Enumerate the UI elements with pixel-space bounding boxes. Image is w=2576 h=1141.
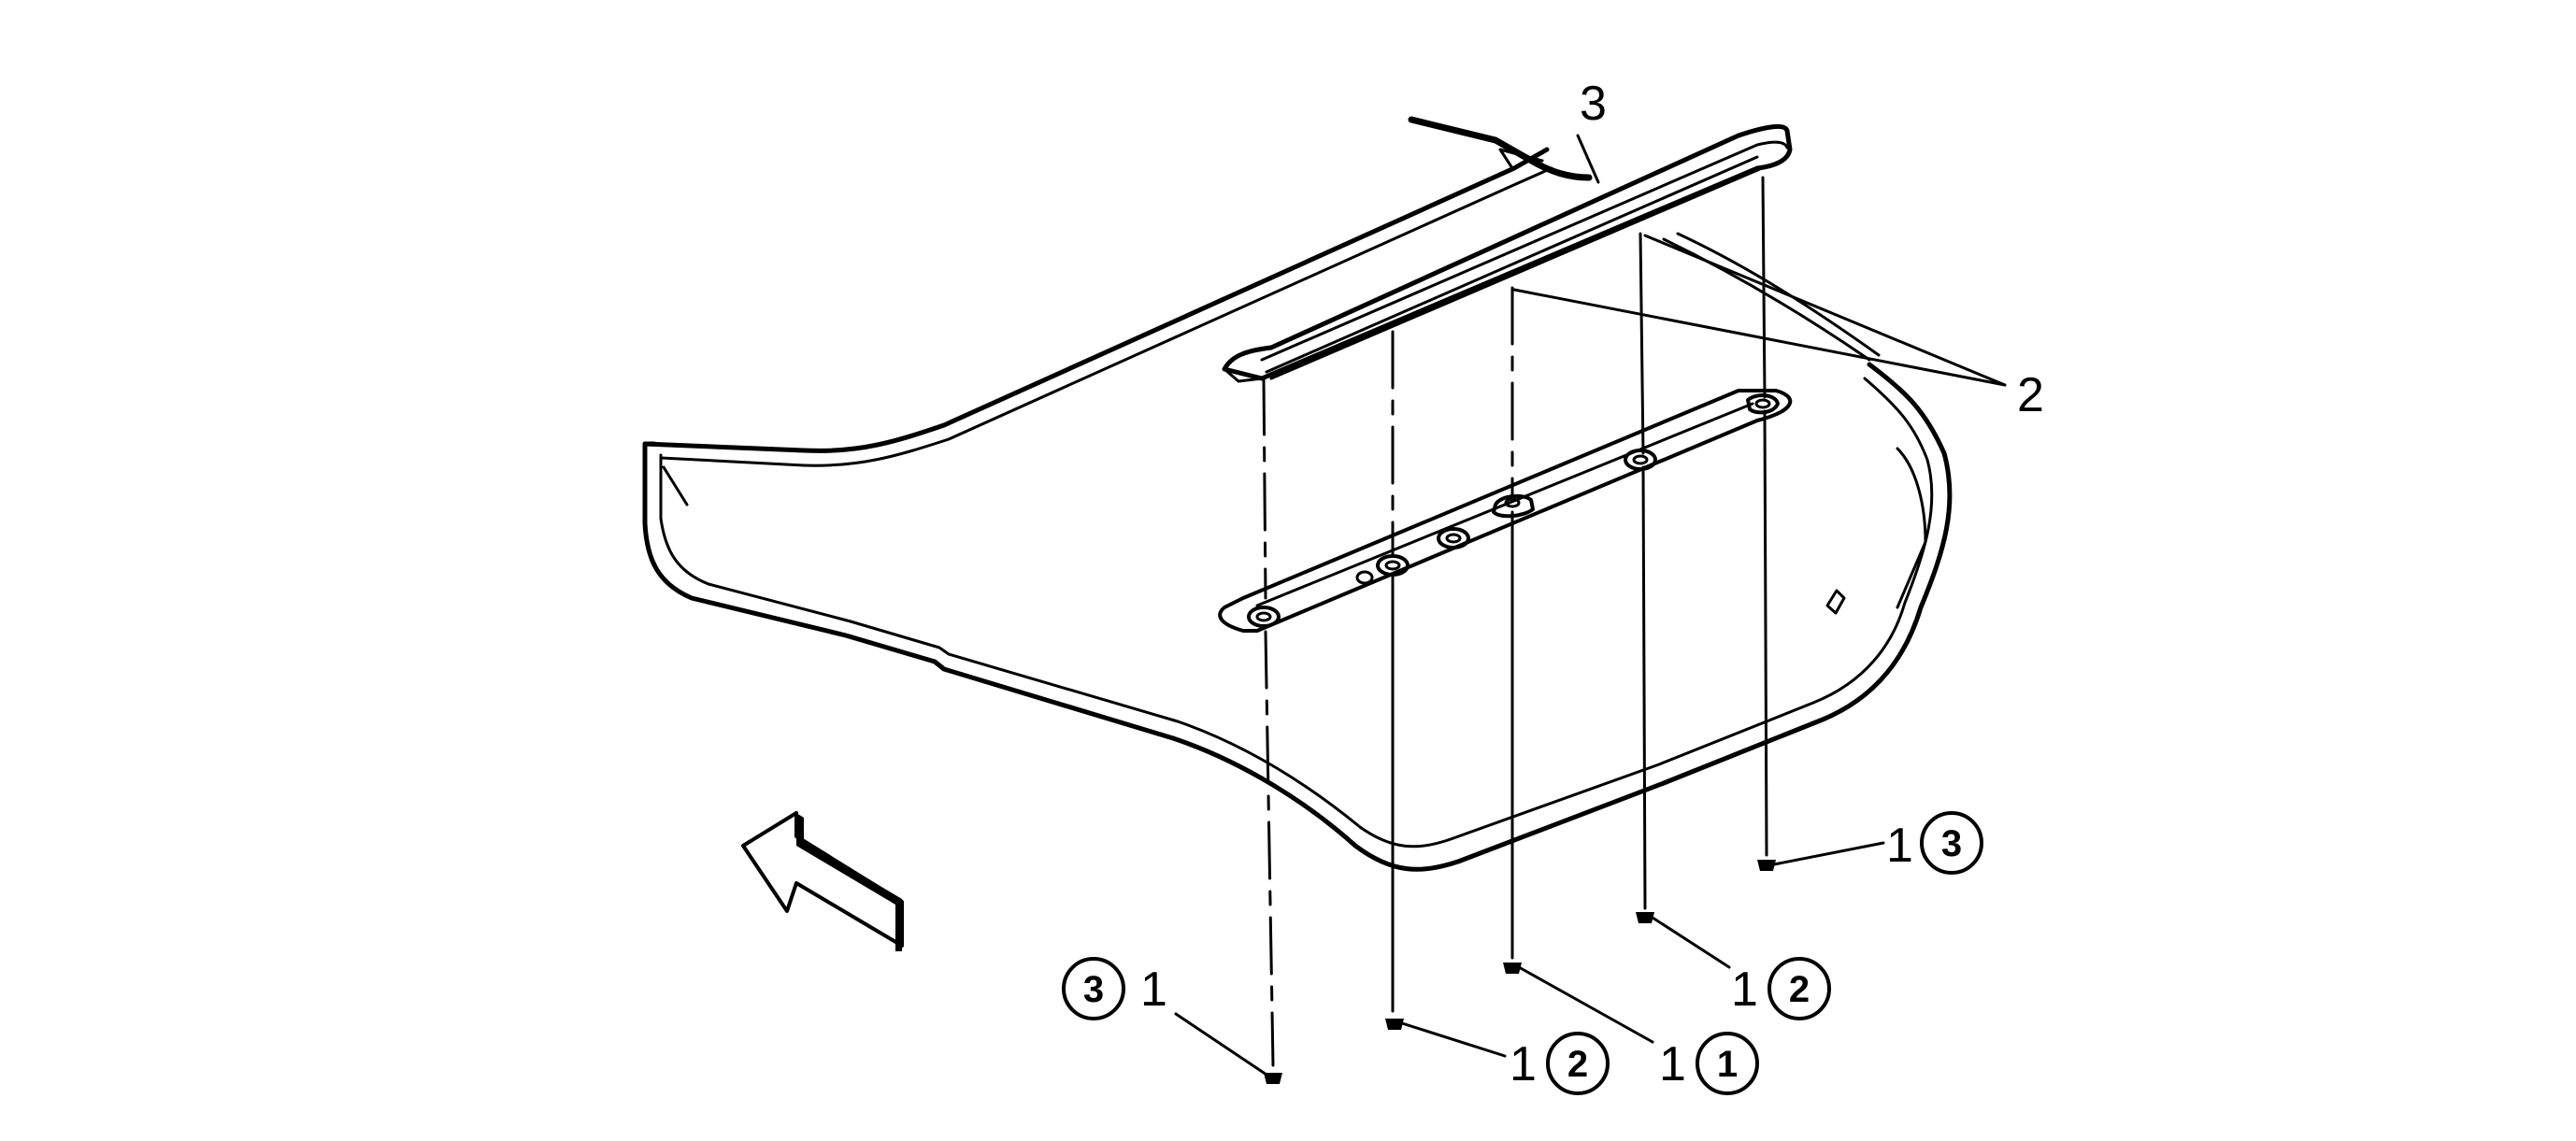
callout-number: 1 bbox=[1886, 819, 1913, 873]
callout-sequence: 1 bbox=[1717, 1044, 1738, 1085]
trunk-lid bbox=[642, 116, 1953, 872]
callout-number: 1 bbox=[1140, 963, 1167, 1017]
label-spoiler: 3 bbox=[1580, 77, 1607, 131]
callout-sequence: 3 bbox=[1941, 823, 1962, 864]
callout-sequence: 3 bbox=[1083, 969, 1104, 1010]
rear-spoiler bbox=[1222, 123, 1793, 383]
callout-number: 1 bbox=[1731, 963, 1758, 1017]
nut-1 bbox=[1264, 1073, 1282, 1084]
callout-number: 1 bbox=[1510, 1037, 1537, 1091]
callout-nut-4: 1 2 bbox=[1731, 957, 1831, 1020]
callout-sequence: 2 bbox=[1789, 969, 1810, 1010]
callout-nut-5: 1 3 bbox=[1886, 811, 1983, 875]
nut-4 bbox=[1636, 912, 1654, 923]
callout-nut-3: 1 1 bbox=[1659, 1032, 1759, 1095]
nut-3 bbox=[1503, 963, 1522, 974]
leader-lines bbox=[1174, 134, 2007, 1077]
callout-sequence: 2 bbox=[1567, 1044, 1588, 1085]
callout-nut-2: 1 2 bbox=[1510, 1032, 1610, 1095]
fastener-nuts bbox=[1264, 860, 1776, 1084]
label-bracket: 2 bbox=[2017, 368, 2044, 422]
bracket-holes bbox=[1247, 393, 1780, 628]
fastener-alignment-lines bbox=[1262, 176, 1768, 1067]
nut-2 bbox=[1385, 1019, 1404, 1030]
callout-number: 1 bbox=[1659, 1037, 1686, 1091]
front-direction-arrow bbox=[741, 811, 904, 951]
callout-nut-1: 3 1 bbox=[1062, 957, 1167, 1020]
nut-5 bbox=[1757, 860, 1776, 871]
spoiler-bracket bbox=[1218, 389, 1793, 633]
